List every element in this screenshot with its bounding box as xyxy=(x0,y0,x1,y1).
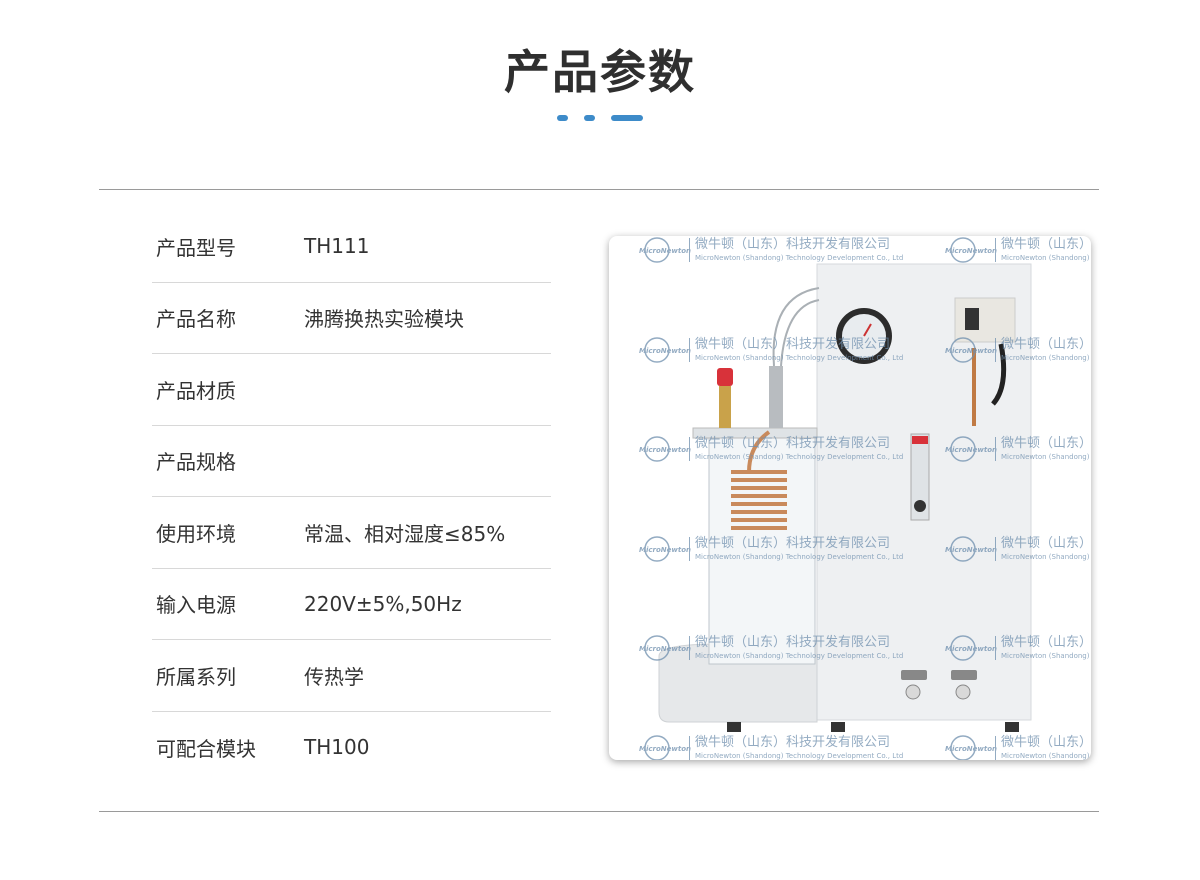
spec-value: 常温、相对湿度≤85% xyxy=(304,521,506,546)
spec-label: 产品型号 xyxy=(156,235,236,260)
svg-text:MicroNewton (Shandong) Technol: MicroNewton (Shandong) Technology Develo… xyxy=(695,652,903,660)
svg-text:微牛顿（山东）科技开发有限公司: 微牛顿（山东）科技开发有限公司 xyxy=(695,435,890,451)
svg-text:MicroNewton: MicroNewton xyxy=(639,347,691,355)
spec-value: 220V±5%,50Hz xyxy=(304,591,462,616)
svg-text:MicroNewton (Shandong) Technol: MicroNewton (Shandong) Technology Develo… xyxy=(1001,752,1091,760)
watermark-grid: MicroNewton 微牛顿（山东）科技开发有限公司 MicroNewton … xyxy=(639,236,1091,760)
svg-text:MicroNewton (Shandong) Technol: MicroNewton (Shandong) Technology Develo… xyxy=(695,254,903,262)
svg-text:微牛顿（山东）科技开发有限公司: 微牛顿（山东）科技开发有限公司 xyxy=(695,734,890,750)
bottom-divider xyxy=(99,811,1099,812)
svg-text:微牛顿（山东）科技开发有限公司: 微牛顿（山东）科技开发有限公司 xyxy=(1001,734,1091,750)
svg-text:微牛顿（山东）科技开发有限公司: 微牛顿（山东）科技开发有限公司 xyxy=(1001,336,1091,352)
svg-text:MicroNewton: MicroNewton xyxy=(945,645,997,653)
spec-value: TH100 xyxy=(304,735,370,760)
spec-label: 产品名称 xyxy=(156,307,236,332)
svg-text:MicroNewton (Shandong) Technol: MicroNewton (Shandong) Technology Develo… xyxy=(1001,254,1091,262)
svg-text:微牛顿（山东）科技开发有限公司: 微牛顿（山东）科技开发有限公司 xyxy=(1001,634,1091,650)
svg-text:MicroNewton (Shandong) Technol: MicroNewton (Shandong) Technology Develo… xyxy=(1001,553,1091,561)
spec-label: 输入电源 xyxy=(156,593,236,618)
svg-text:MicroNewton (Shandong) Technol: MicroNewton (Shandong) Technology Develo… xyxy=(1001,652,1091,660)
svg-text:MicroNewton (Shandong) Technol: MicroNewton (Shandong) Technology Develo… xyxy=(695,453,903,461)
svg-text:MicroNewton: MicroNewton xyxy=(639,745,691,753)
spec-row-model: 产品型号 TH111 xyxy=(152,211,551,283)
spec-label: 所属系列 xyxy=(156,664,236,689)
spec-label: 产品规格 xyxy=(156,450,236,475)
product-image: MicroNewton 微牛顿（山东）科技开发有限公司 MicroNewton … xyxy=(609,236,1091,760)
spec-row-compatible: 可配合模块 TH100 xyxy=(152,712,551,784)
svg-text:MicroNewton (Shandong) Technol: MicroNewton (Shandong) Technology Develo… xyxy=(695,354,903,362)
spec-label: 可配合模块 xyxy=(156,736,256,761)
svg-text:微牛顿（山东）科技开发有限公司: 微牛顿（山东）科技开发有限公司 xyxy=(695,336,890,352)
spec-value: TH111 xyxy=(304,234,370,259)
svg-text:MicroNewton: MicroNewton xyxy=(945,247,997,255)
spec-row-material: 产品材质 xyxy=(152,354,551,426)
svg-text:MicroNewton: MicroNewton xyxy=(945,446,997,454)
svg-text:MicroNewton (Shandong) Technol: MicroNewton (Shandong) Technology Develo… xyxy=(695,553,903,561)
spec-label: 产品材质 xyxy=(156,378,236,403)
svg-text:MicroNewton: MicroNewton xyxy=(639,546,691,554)
spec-value: 沸腾换热实验模块 xyxy=(304,307,464,332)
title-decoration-bar xyxy=(611,115,643,121)
svg-text:微牛顿（山东）科技开发有限公司: 微牛顿（山东）科技开发有限公司 xyxy=(695,535,890,551)
svg-text:MicroNewton: MicroNewton xyxy=(945,745,997,753)
product-illustration: MicroNewton 微牛顿（山东）科技开发有限公司 MicroNewton … xyxy=(639,236,1091,760)
svg-text:MicroNewton (Shandong) Technol: MicroNewton (Shandong) Technology Develo… xyxy=(1001,453,1091,461)
spec-row-name: 产品名称 沸腾换热实验模块 xyxy=(152,283,551,354)
svg-text:MicroNewton: MicroNewton xyxy=(639,247,691,255)
svg-text:MicroNewton (Shandong) Technol: MicroNewton (Shandong) Technology Develo… xyxy=(695,752,903,760)
spec-value: 传热学 xyxy=(304,664,364,689)
svg-text:微牛顿（山东）科技开发有限公司: 微牛顿（山东）科技开发有限公司 xyxy=(1001,535,1091,551)
top-divider xyxy=(99,189,1099,190)
svg-text:微牛顿（山东）科技开发有限公司: 微牛顿（山东）科技开发有限公司 xyxy=(1001,435,1091,451)
spec-label: 使用环境 xyxy=(156,521,236,546)
svg-text:MicroNewton (Shandong) Technol: MicroNewton (Shandong) Technology Develo… xyxy=(1001,354,1091,362)
svg-text:微牛顿（山东）科技开发有限公司: 微牛顿（山东）科技开发有限公司 xyxy=(695,236,890,252)
svg-text:MicroNewton: MicroNewton xyxy=(639,446,691,454)
svg-text:MicroNewton: MicroNewton xyxy=(945,347,997,355)
title-decoration-dot xyxy=(584,115,595,121)
svg-text:微牛顿（山东）科技开发有限公司: 微牛顿（山东）科技开发有限公司 xyxy=(695,634,890,650)
spec-row-size: 产品规格 xyxy=(152,426,551,497)
page-title: 产品参数 xyxy=(504,45,696,99)
spec-row-environment: 使用环境 常温、相对湿度≤85% xyxy=(152,497,551,569)
spec-row-power: 输入电源 220V±5%,50Hz xyxy=(152,569,551,640)
title-decoration-dot xyxy=(557,115,568,121)
spec-row-series: 所属系列 传热学 xyxy=(152,640,551,712)
svg-text:MicroNewton: MicroNewton xyxy=(639,645,691,653)
svg-text:微牛顿（山东）科技开发有限公司: 微牛顿（山东）科技开发有限公司 xyxy=(1001,236,1091,252)
spec-table: 产品型号 TH111 产品名称 沸腾换热实验模块 产品材质 产品规格 使用环境 常温、… xyxy=(152,211,551,783)
svg-text:MicroNewton: MicroNewton xyxy=(945,546,997,554)
